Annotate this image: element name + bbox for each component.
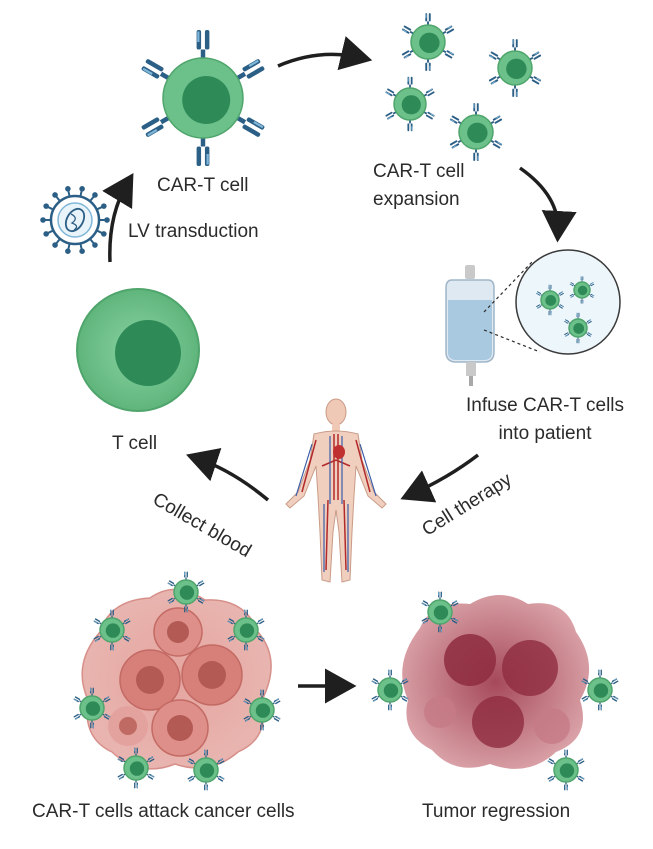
arrow-to-expansion bbox=[278, 54, 362, 66]
expanded-car-t-cell bbox=[402, 13, 455, 71]
arrow-collect-blood bbox=[196, 458, 268, 500]
arrow-lv-transduction bbox=[110, 182, 128, 262]
t-cell-label: T cell bbox=[112, 432, 157, 455]
t-cell-icon bbox=[77, 289, 199, 411]
expanded-car-t-cell bbox=[385, 77, 435, 131]
expansion-label-line2: expansion bbox=[373, 188, 460, 211]
tumor-regression-icon bbox=[371, 592, 618, 791]
expanded-car-t-cell bbox=[450, 103, 503, 161]
remaining-car-t-cell bbox=[547, 750, 584, 791]
tumor-regression-label: Tumor regression bbox=[422, 800, 570, 823]
car-t-cell-label: CAR-T cell bbox=[157, 174, 249, 197]
arrow-to-infusion bbox=[520, 168, 558, 232]
tumor-attack-icon bbox=[73, 572, 280, 791]
infuse-label-line2: into patient bbox=[450, 422, 640, 445]
attack-label: CAR-T cells attack cancer cells bbox=[32, 800, 295, 823]
human-body-icon bbox=[286, 399, 386, 582]
zoom-circle bbox=[484, 250, 620, 354]
lentivirus-icon bbox=[41, 187, 109, 253]
infuse-label-line1: Infuse CAR-T cells bbox=[450, 394, 640, 417]
arrow-cell-therapy bbox=[410, 455, 478, 495]
lv-transduction-label: LV transduction bbox=[128, 220, 259, 243]
car-t-cell-main bbox=[141, 30, 265, 166]
expansion-label-line1: CAR-T cell bbox=[373, 160, 465, 183]
expanded-car-t-cell bbox=[489, 39, 542, 97]
iv-bag-icon bbox=[446, 265, 494, 386]
car-t-cell-icon bbox=[141, 30, 265, 166]
expansion-cells bbox=[385, 13, 541, 161]
